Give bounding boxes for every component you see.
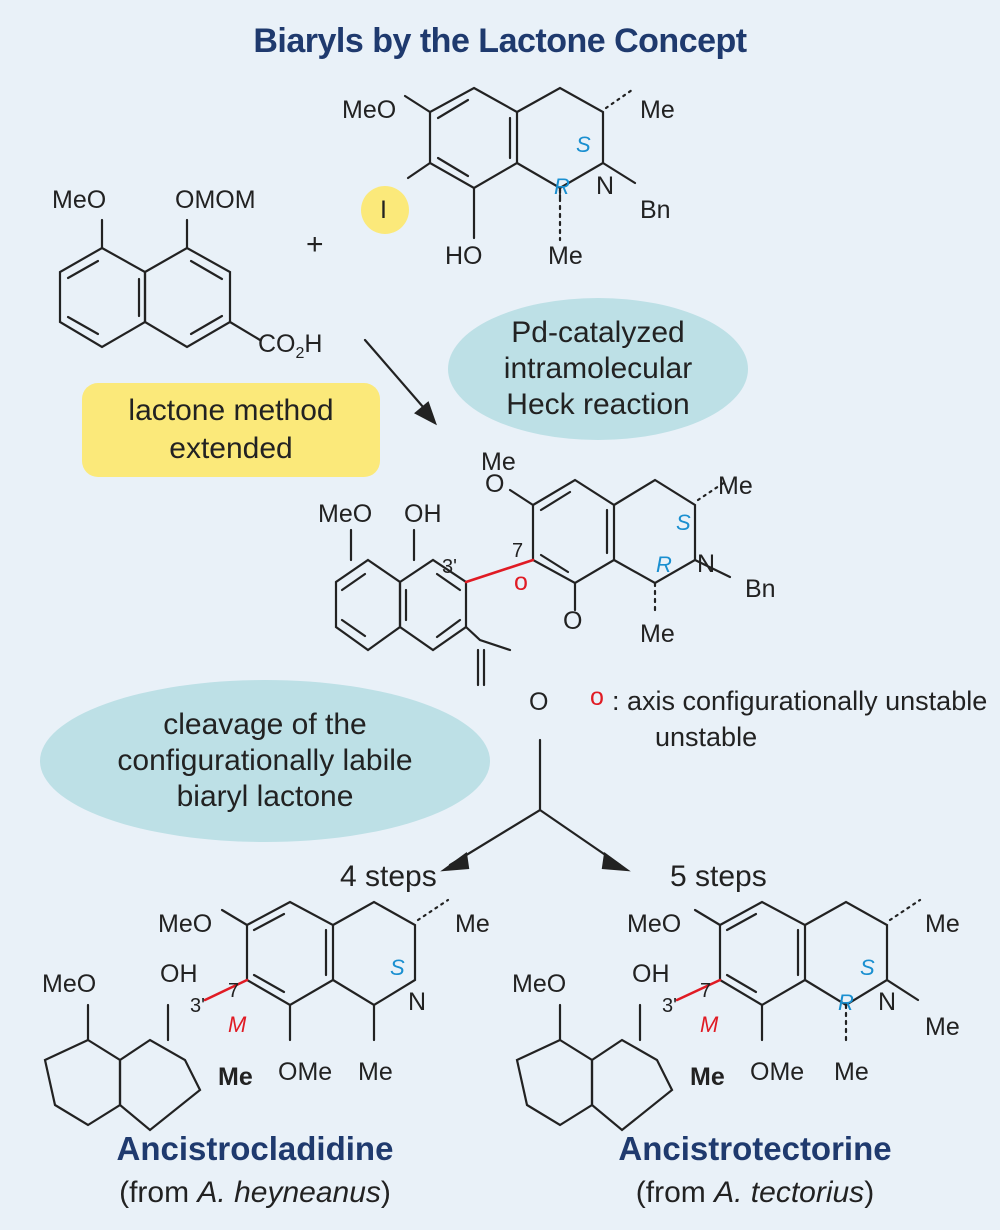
atom-o-carbonyl: O [529, 688, 549, 716]
atom-oh: OH [160, 960, 198, 988]
axis-legend-text: : axis configurationally unstable [612, 686, 988, 716]
position-7: 7 [228, 980, 240, 1002]
position-3-prime: 3' [662, 995, 677, 1017]
atom-ho: HO [445, 242, 483, 270]
source-prefix: (from [635, 1176, 715, 1209]
source-suffix: ) [864, 1176, 875, 1209]
stereo-r: R [554, 174, 570, 199]
atom-me: Me [548, 242, 583, 270]
atom-me-bold: Me [690, 1063, 725, 1091]
atom-n: N [697, 550, 716, 578]
atom-oh: OH [632, 960, 670, 988]
atom-me: Me [640, 96, 675, 124]
cleavage-bubble: cleavage of the configurationally labile… [40, 680, 490, 842]
position-7: 7 [512, 540, 524, 562]
stereo-s: S [390, 955, 405, 980]
source-prefix: (from [119, 1176, 198, 1209]
axis-marker: o [514, 568, 528, 596]
plus-sign: + [306, 228, 324, 261]
atom-me-bold: Me [218, 1063, 253, 1091]
atom-me: Me [640, 620, 675, 648]
atom-me: Me [481, 448, 516, 476]
atom-bn: Bn [745, 575, 776, 603]
product-source-heyneanus: (from A. heyneanus) [60, 1176, 450, 1210]
atom-n: N [408, 988, 427, 1016]
atom-me: Me [834, 1058, 869, 1086]
atom-ome: OMe [750, 1058, 805, 1086]
species-name: A. heyneanus [197, 1176, 381, 1209]
atom-me: Me [455, 910, 490, 938]
scheme-title: Biaryls by the Lactone Concept [253, 22, 747, 60]
atom-n: N [596, 172, 615, 200]
atom-o: O [485, 470, 505, 498]
atom-omom: OMOM [175, 186, 256, 214]
stereo-s: S [576, 132, 591, 157]
atom-meo: MeO [52, 186, 107, 214]
source-suffix: ) [380, 1176, 391, 1209]
naphthalene-acid-structure [58, 218, 262, 349]
axial-m: M [228, 1012, 247, 1037]
biaryl-lactone-structure [334, 478, 732, 687]
product-source-tectorius: (from A. tectorius) [560, 1176, 950, 1210]
atom-meo: MeO [42, 970, 97, 998]
atom-o-ring: O [563, 607, 583, 635]
atom-co2h: CO2H [258, 330, 322, 363]
atom-meo: MeO [158, 910, 213, 938]
pd-catalyzed-bubble: Pd-catalyzed intramolecular Heck reactio… [448, 298, 748, 440]
co-text: CO [258, 330, 296, 358]
lactone-method-text: lactone method extended [128, 394, 334, 465]
axis-legend-text-2: unstable [655, 722, 758, 752]
atom-me: Me [925, 910, 960, 938]
iodine-highlight [361, 186, 409, 234]
stereo-s: S [860, 955, 875, 980]
position-3-prime: 3' [442, 556, 457, 578]
atom-iodine: I [380, 196, 387, 224]
iodo-isoquinoline-structure [403, 86, 637, 242]
lactone-method-box: lactone method extended [82, 383, 380, 477]
steps-left: 4 steps [340, 860, 437, 893]
species-name: A. tectorius [714, 1176, 865, 1209]
pd-catalyzed-text: Pd-catalyzed intramolecular Heck reactio… [503, 316, 693, 421]
position-3-prime: 3' [190, 995, 205, 1017]
atom-oh: OH [404, 500, 442, 528]
position-7: 7 [700, 980, 712, 1002]
atom-me: Me [718, 472, 753, 500]
atom-n: N [878, 988, 897, 1016]
product-name-ancistrotectorine: Ancistrotectorine [618, 1130, 892, 1167]
product-name-ancistrocladidine: Ancistrocladidine [116, 1130, 394, 1167]
atom-bn: Bn [640, 196, 671, 224]
atom-me: Me [925, 1013, 960, 1041]
stereo-r: R [656, 552, 672, 577]
axial-m: M [700, 1012, 719, 1037]
ancistrotectorine-structure [515, 898, 922, 1132]
atom-meo: MeO [512, 970, 567, 998]
axis-legend-symbol: o [590, 683, 604, 711]
stereo-s: S [676, 510, 691, 535]
subscript-2: 2 [295, 345, 305, 362]
atom-me: Me [358, 1058, 393, 1086]
ancistrocladidine-structure [43, 898, 450, 1132]
atom-meo: MeO [318, 500, 373, 528]
atom-ome: OMe [278, 1058, 333, 1086]
stereo-r: R [838, 990, 854, 1015]
atom-meo: MeO [627, 910, 682, 938]
steps-right: 5 steps [670, 860, 767, 893]
atom-meo: MeO [342, 96, 397, 124]
h-text: H [304, 330, 323, 358]
cleavage-text: cleavage of the configurationally labile… [117, 708, 413, 813]
